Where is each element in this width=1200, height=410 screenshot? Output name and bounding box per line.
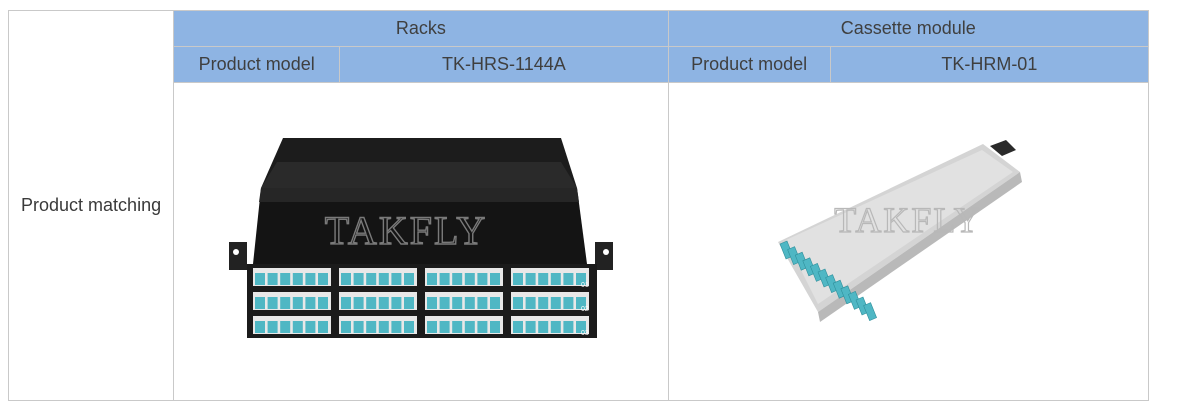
lc-adapter-port (439, 296, 450, 309)
lc-adapter-port (575, 320, 586, 333)
lc-adapter-port (366, 272, 377, 285)
row-label-product-matching: Product matching (7, 10, 175, 401)
racks-model-label: Product model (173, 46, 341, 83)
cassette-module-image: TAKFLY (778, 139, 1023, 322)
rack-enclosure-image: TAKFLY 01 02 03 01 02 03 (228, 137, 613, 338)
lc-adapter-port (464, 320, 475, 333)
lc-adapter-port (391, 320, 402, 333)
lc-adapter-port (403, 296, 414, 309)
lc-adapter-port (525, 272, 536, 285)
lc-adapter-port (267, 320, 278, 333)
lc-adapter-port (366, 320, 377, 333)
racks-model-value: TK-HRS-1144A (339, 46, 669, 83)
lc-adapter-port (280, 272, 291, 285)
lc-adapter-port (525, 320, 536, 333)
port-number-02: 02 (235, 306, 243, 313)
lc-adapter-port (378, 272, 389, 285)
lc-adapter-port (538, 320, 549, 333)
lc-adapter-port (267, 296, 278, 309)
lc-adapter-port (538, 272, 549, 285)
lc-adapter-port (489, 296, 500, 309)
lc-adapter-port (340, 272, 351, 285)
lc-adapter-port (550, 272, 561, 285)
lc-adapter-port (280, 296, 291, 309)
watermark-text: TAKFLY (325, 208, 488, 253)
port-number-01-right: 01 (581, 282, 589, 289)
lc-adapter-port (452, 272, 463, 285)
lc-adapter-port (550, 296, 561, 309)
lc-adapter-port (452, 320, 463, 333)
lc-adapter-port (254, 272, 265, 285)
lc-adapter-port (464, 296, 475, 309)
lc-adapter-port (317, 296, 328, 309)
lc-adapter-port (305, 272, 316, 285)
racks-image-cell: TAKFLY 01 02 03 01 02 03 (173, 82, 669, 401)
watermark-text-cassette: TAKFLY (835, 200, 983, 240)
lc-adapter-port (378, 320, 389, 333)
lc-adapter-port (489, 320, 500, 333)
lc-adapter-port (305, 296, 316, 309)
port-number-01: 01 (235, 282, 243, 289)
lc-adapter-port (254, 320, 265, 333)
lc-adapter-port (477, 320, 488, 333)
lc-adapter-port (267, 272, 278, 285)
lc-adapter-port (439, 272, 450, 285)
lc-adapter-port (340, 320, 351, 333)
product-matching-table: Product matching Racks Cassette module P… (7, 10, 1150, 401)
lc-adapter-port (378, 296, 389, 309)
lc-adapter-port (353, 272, 364, 285)
port-number-03: 03 (235, 330, 243, 337)
lc-adapter-port (317, 320, 328, 333)
lc-adapter-port (353, 320, 364, 333)
lc-adapter-port (439, 320, 450, 333)
lc-adapter-port (426, 320, 437, 333)
lc-adapter-port (563, 320, 574, 333)
lc-adapter-port (538, 296, 549, 309)
cassette-module-header: Cassette module (667, 10, 1150, 47)
lc-adapter-port (452, 296, 463, 309)
cassette-model-value: TK-HRM-01 (829, 46, 1150, 83)
lc-adapter-port (525, 296, 536, 309)
lc-adapter-port (366, 296, 377, 309)
lc-adapter-port (426, 272, 437, 285)
port-number-02-right: 02 (581, 306, 589, 313)
cassette-model-label: Product model (667, 46, 831, 83)
lc-adapter-port (254, 296, 265, 309)
lc-adapter-port (464, 272, 475, 285)
cassette-image-cell: TAKFLY (667, 82, 1150, 401)
lc-adapter-port (512, 272, 523, 285)
lc-adapter-port (563, 272, 574, 285)
racks-header: Racks (173, 10, 669, 47)
lc-adapter-port (280, 320, 291, 333)
port-number-03-right: 03 (581, 330, 589, 337)
lc-adapter-port (477, 296, 488, 309)
lc-adapter-port (489, 272, 500, 285)
lc-adapter-port (426, 296, 437, 309)
lc-adapter-port (391, 296, 402, 309)
cassette-lc-adapter (863, 301, 878, 321)
lc-adapter-port (317, 272, 328, 285)
lc-adapter-port (477, 272, 488, 285)
lc-adapter-port (403, 320, 414, 333)
lc-adapter-port (305, 320, 316, 333)
lc-adapter-port (391, 272, 402, 285)
lc-adapter-port (292, 296, 303, 309)
lc-adapter-port (575, 272, 586, 285)
lc-adapter-port (512, 320, 523, 333)
lc-adapter-port (512, 296, 523, 309)
lc-adapter-port (563, 296, 574, 309)
lc-adapter-port (353, 296, 364, 309)
lc-adapter-port (403, 272, 414, 285)
lc-adapter-port (340, 296, 351, 309)
lc-adapter-port (575, 296, 586, 309)
lc-adapter-port (292, 272, 303, 285)
lc-adapter-port (292, 320, 303, 333)
lc-adapter-port (550, 320, 561, 333)
